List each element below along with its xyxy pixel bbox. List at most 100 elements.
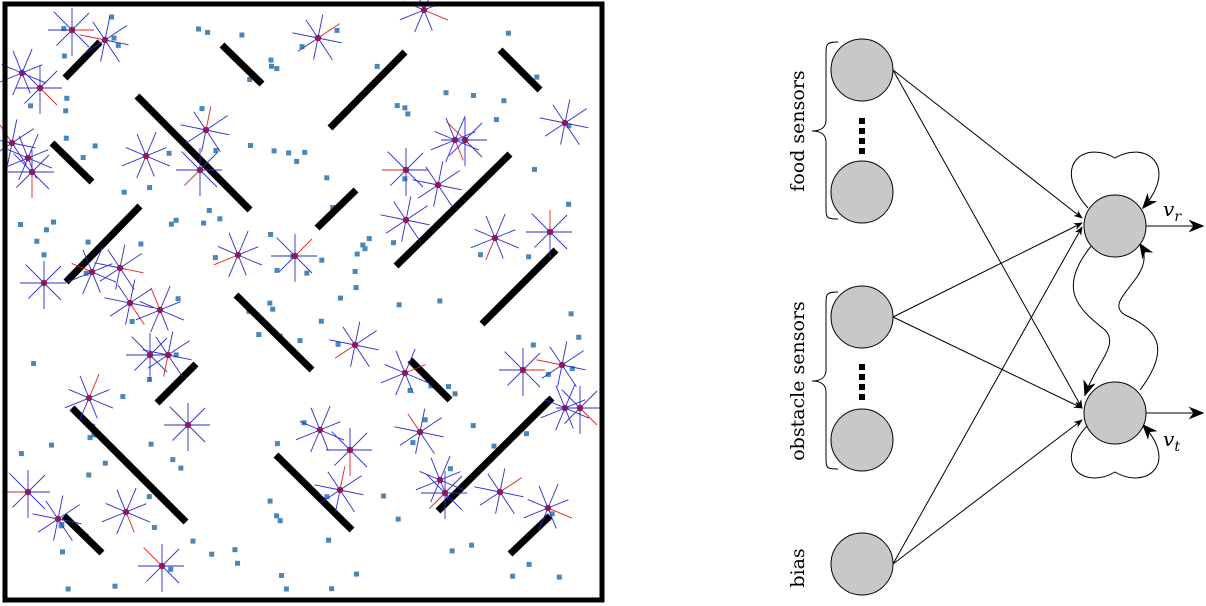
- sensor-ray: [538, 507, 549, 531]
- sensor-ray: [104, 297, 131, 304]
- sensor-ray: [129, 302, 145, 325]
- robot-body: [461, 136, 469, 144]
- sensor-ray: [485, 237, 496, 261]
- sensor-ray: [404, 364, 426, 374]
- food-item: [335, 341, 341, 347]
- sensor-ray: [419, 408, 426, 433]
- sensor-ray: [401, 219, 407, 242]
- sensor-ray: [145, 147, 167, 157]
- food-item: [569, 366, 575, 372]
- food-item: [395, 516, 401, 522]
- sensor-ray: [67, 271, 93, 283]
- sensor-ray: [317, 37, 333, 60]
- robot: [394, 408, 444, 454]
- robot-body: [54, 515, 62, 523]
- sensor-ray: [561, 350, 584, 366]
- sensor-ray: [193, 111, 207, 131]
- sensor-ray: [464, 122, 483, 141]
- sensor-ray: [159, 285, 171, 311]
- sensor-ray: [159, 309, 169, 331]
- sensor-ray: [91, 263, 113, 273]
- sensor-ray: [547, 499, 569, 509]
- sensor-ray: [319, 489, 341, 504]
- robot: [138, 544, 184, 592]
- sensor-ray: [12, 491, 29, 508]
- food-item: [394, 103, 400, 109]
- food-item: [493, 117, 499, 123]
- food-item: [28, 103, 34, 109]
- food-item: [235, 560, 240, 566]
- sensor-ray: [327, 471, 341, 491]
- sensor-ray: [125, 302, 131, 325]
- sensor-ray: [104, 39, 120, 62]
- robot: [213, 230, 263, 278]
- sensor-ray: [187, 407, 206, 426]
- food-item: [534, 74, 540, 80]
- robot-body: [576, 404, 584, 412]
- node-obstacle-sensor-n: [830, 408, 894, 472]
- robot: [380, 196, 430, 242]
- sensor-ray: [146, 565, 163, 582]
- sensor-ray: [464, 139, 483, 158]
- robot-body: [291, 252, 299, 260]
- sensor-ray: [12, 50, 23, 74]
- connection-obs1-vr: [892, 222, 1083, 318]
- sensor-ray: [415, 479, 441, 491]
- food-item: [199, 106, 205, 112]
- sensor-ray: [27, 474, 46, 493]
- sensor-ray: [417, 184, 439, 199]
- food-item: [247, 77, 253, 82]
- food-item: [83, 270, 89, 276]
- food-item: [447, 466, 453, 472]
- food-item: [576, 334, 582, 340]
- robot: [79, 16, 129, 62]
- robot-body: [546, 228, 554, 236]
- sensor-ray: [399, 9, 425, 21]
- sensor-ray: [544, 398, 566, 409]
- node-obstacle-sensor-1: [830, 285, 894, 349]
- sensor-ray: [131, 336, 151, 356]
- robot-body: [316, 426, 324, 434]
- sensor-ray: [404, 348, 416, 374]
- sensor-ray: [319, 405, 331, 431]
- sensor-ray: [499, 477, 522, 493]
- sensor-ray: [425, 166, 439, 186]
- food-item: [279, 573, 284, 578]
- sensor-ray: [228, 254, 239, 278]
- robot-body: [36, 84, 44, 92]
- sensor-ray: [104, 25, 127, 41]
- sensor-ray: [155, 336, 169, 356]
- robot: [180, 106, 230, 152]
- robot-body: [402, 166, 410, 174]
- food-item: [566, 201, 572, 207]
- sensor-ray: [449, 139, 466, 156]
- wall: [62, 39, 103, 81]
- food-item: [120, 394, 126, 400]
- sensor-ray: [142, 349, 169, 356]
- sensor-ray: [21, 48, 33, 74]
- food-item: [299, 44, 305, 50]
- sensor-ray: [292, 32, 319, 39]
- sensor-ray: [0, 140, 13, 144]
- food-item: [402, 105, 408, 111]
- robot-body: [122, 508, 130, 516]
- food-item: [18, 451, 24, 457]
- robot: [539, 99, 589, 145]
- sensor-ray: [433, 184, 439, 207]
- sensor-ray: [45, 500, 59, 520]
- connection-obs1-vt: [892, 316, 1083, 409]
- sensor-ray: [37, 518, 59, 533]
- sensor-ray: [564, 108, 587, 124]
- label-output-vr-sub: r: [1174, 209, 1182, 225]
- node-output-vt: [1083, 381, 1147, 445]
- sensor-ray: [276, 237, 296, 257]
- sensor-ray: [414, 9, 425, 33]
- food-item: [111, 35, 117, 41]
- sensor-ray: [415, 431, 421, 454]
- sensor-ray: [549, 346, 563, 366]
- robot: [8, 150, 54, 198]
- sensor-ray: [71, 262, 93, 273]
- food-item: [129, 319, 135, 324]
- obstacle-walls: [49, 39, 559, 557]
- label-obstacle-sensors: obstacle sensors: [787, 301, 809, 461]
